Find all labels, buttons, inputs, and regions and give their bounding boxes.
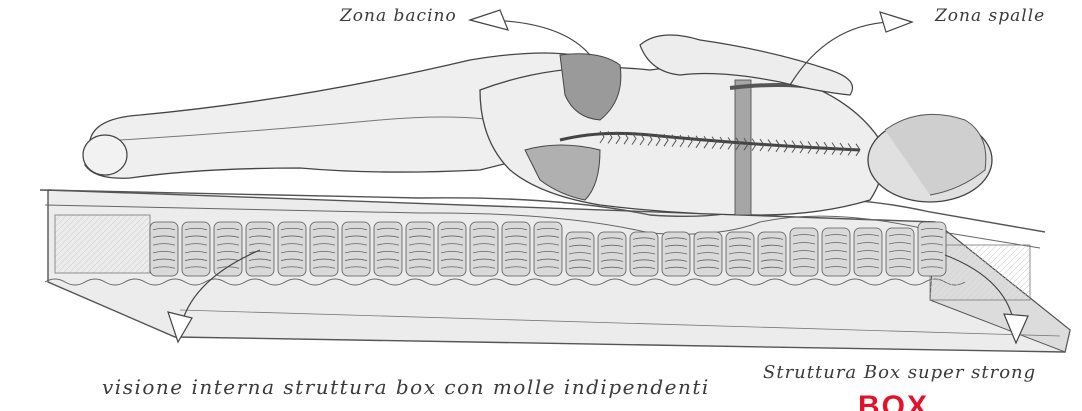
shoulder-zone-label: Zona spalle <box>935 6 1045 26</box>
pelvis-zone-label: Zona bacino <box>340 6 457 26</box>
inner-structure-caption: visione interna struttura box con molle … <box>102 375 710 399</box>
spring-icon <box>662 232 690 276</box>
spring-icon <box>790 228 818 276</box>
spring-icon <box>566 232 594 276</box>
spring-icon <box>726 232 754 276</box>
sleeping-figure-illustration <box>83 35 992 215</box>
spring-icon <box>278 222 306 276</box>
spring-icon <box>598 232 626 276</box>
spring-icon <box>886 228 914 276</box>
spring-icon <box>822 228 850 276</box>
spring-icon <box>374 222 402 276</box>
spring-icon <box>630 232 658 276</box>
spring-icon <box>406 222 434 276</box>
spring-icon <box>694 232 722 276</box>
spring-icon <box>534 222 562 276</box>
spring-icon <box>758 232 786 276</box>
spring-icon <box>438 222 466 276</box>
spring-icon <box>150 222 178 276</box>
box-structure-caption: Struttura Box super strong <box>763 362 1036 383</box>
spring-row <box>150 222 946 276</box>
spring-icon <box>310 222 338 276</box>
spring-icon <box>470 222 498 276</box>
arrow-icon <box>470 10 590 55</box>
spring-icon <box>502 222 530 276</box>
box-logo: BOX <box>858 392 929 411</box>
spring-icon <box>854 228 882 276</box>
spring-icon <box>918 222 946 276</box>
spring-icon <box>342 222 370 276</box>
spring-icon <box>182 222 210 276</box>
spring-icon <box>214 222 242 276</box>
spring-icon <box>246 222 274 276</box>
